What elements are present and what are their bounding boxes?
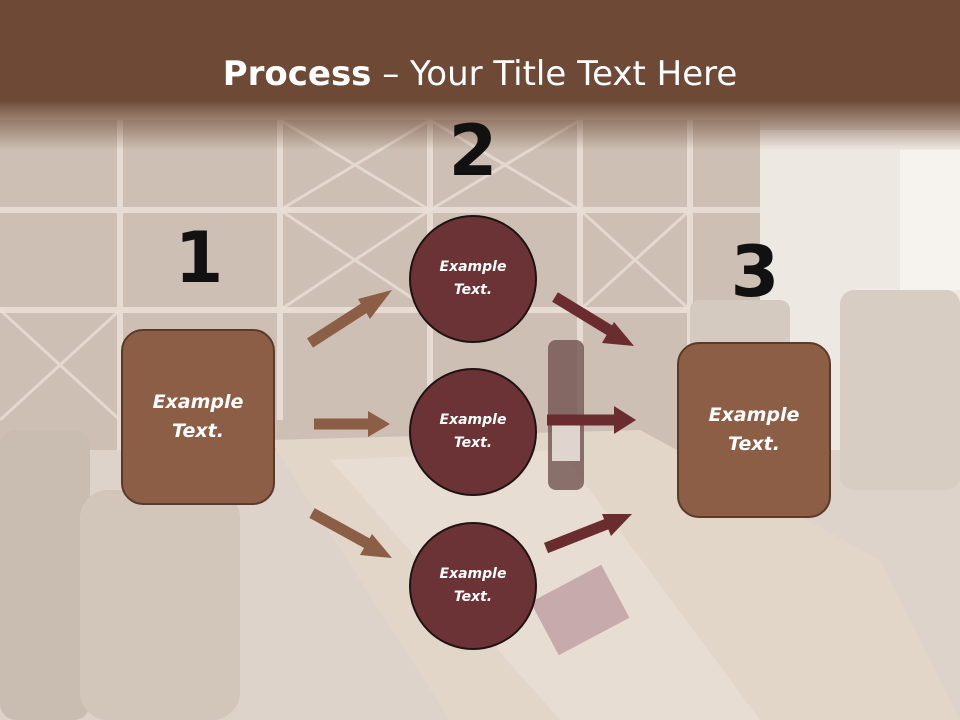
arrow-middle-to-3 bbox=[547, 406, 636, 434]
circle-top-text: Example Text. bbox=[439, 259, 507, 298]
step-1-box: Example Text. bbox=[121, 329, 275, 505]
arrow-1-to-bottom bbox=[309, 508, 392, 558]
step-2-circle-top: Example Text. bbox=[409, 215, 537, 343]
arrow-1-to-top bbox=[307, 290, 392, 348]
step-number-3: 3 bbox=[730, 231, 780, 313]
slide-title: Process – Your Title Text Here bbox=[0, 52, 960, 96]
title-rest: – Your Title Text Here bbox=[371, 54, 738, 94]
step-3-box: Example Text. bbox=[677, 342, 831, 518]
step-3-box-text: Example Text. bbox=[708, 404, 800, 455]
arrow-1-to-middle bbox=[314, 411, 390, 437]
circle-middle-text: Example Text. bbox=[439, 412, 507, 451]
step-number-2: 2 bbox=[448, 110, 498, 192]
circle-bottom-text: Example Text. bbox=[439, 566, 507, 605]
title-bold: Process bbox=[222, 54, 372, 94]
step-1-box-text: Example Text. bbox=[152, 391, 244, 442]
arrow-top-to-3 bbox=[552, 292, 634, 346]
arrow-bottom-to-3 bbox=[543, 514, 632, 554]
header-band bbox=[0, 0, 960, 150]
step-2-circle-bottom: Example Text. bbox=[409, 522, 537, 650]
step-2-circle-middle: Example Text. bbox=[409, 368, 537, 496]
step-number-1: 1 bbox=[174, 217, 224, 299]
